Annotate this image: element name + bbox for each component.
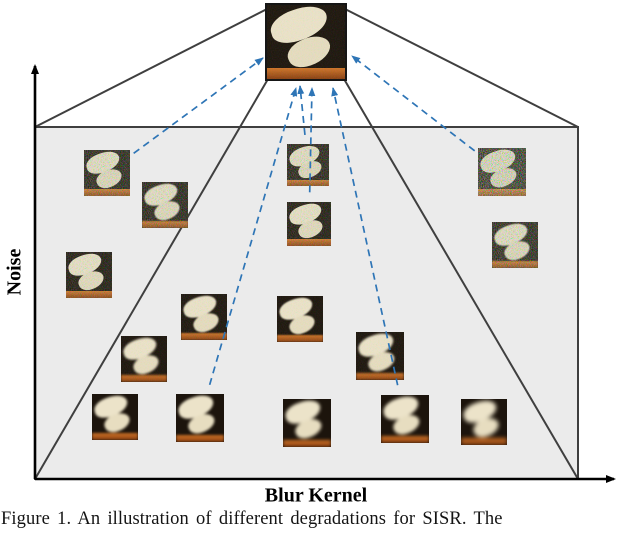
degraded-patch <box>287 202 331 246</box>
degraded-patch <box>283 399 331 447</box>
degraded-patch <box>478 148 526 196</box>
degraded-patch <box>492 222 538 268</box>
degraded-patch <box>356 332 404 380</box>
degraded-patch <box>461 399 507 445</box>
hr-patch-image <box>265 3 347 81</box>
y-axis-label: Noise <box>3 248 26 296</box>
degraded-patch <box>84 150 130 196</box>
degraded-patch <box>176 394 224 442</box>
degraded-patch <box>287 144 329 186</box>
degraded-patch <box>66 252 112 298</box>
degraded-patch <box>142 182 188 228</box>
x-axis-label: Blur Kernel <box>264 484 368 507</box>
degraded-patch <box>181 294 227 340</box>
degraded-patch <box>92 394 138 440</box>
degraded-patch <box>381 395 429 443</box>
degraded-patch <box>121 336 167 382</box>
degraded-patch <box>277 296 323 342</box>
figure-caption: Figure 1. An illustration of different d… <box>1 509 503 529</box>
